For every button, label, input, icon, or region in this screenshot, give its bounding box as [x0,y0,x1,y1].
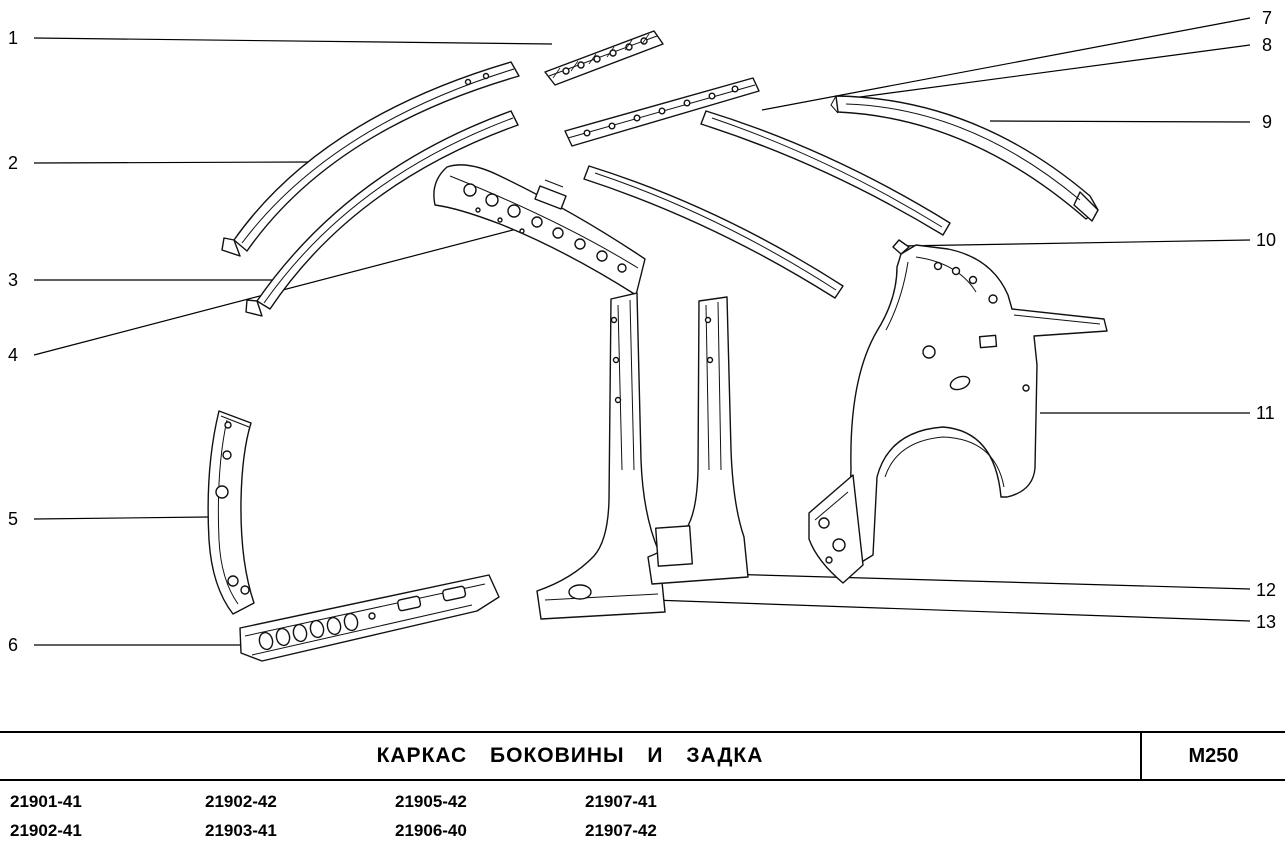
title-bar: КАРКАС БОКОВИНЫ И ЗАДКА M250 [0,731,1285,781]
part-quarter-panel-bracket [808,474,864,584]
callout-5: 5 [8,509,19,529]
part-roof-rail-rear-right [830,95,1099,222]
code-section: M250 [1142,733,1285,779]
callout-4: 4 [8,345,19,365]
leader-lines [33,17,1251,646]
callout-7: 7 [1262,8,1273,28]
callout-2: 2 [8,153,19,173]
sheet-code: M250 [1188,744,1239,767]
part-roof-cross-rail-upper [700,110,951,236]
callout-9: 9 [1262,112,1273,132]
part-windshield-pillar-outer [221,61,520,257]
part-cowl-panel [433,164,646,296]
callout-13: 13 [1256,612,1277,632]
part-sill-panel [239,574,500,662]
part-center-pillar-left [536,292,666,620]
part-number: 21901-41 [10,792,82,811]
callout-12: 12 [1256,580,1277,600]
part-roof-bow [544,30,664,86]
part-center-pillar-right [647,296,749,585]
callout-3: 3 [8,270,19,290]
part-number: 21906-40 [395,821,467,840]
part-number: 21902-41 [10,821,82,840]
part-number: 21907-41 [585,792,657,811]
part-number: 21905-42 [395,792,467,811]
part-windshield-pillar-inner [245,110,519,317]
parts-diagram [33,17,1251,662]
part-number: 21902-42 [205,792,277,811]
part-number: 21907-42 [585,821,657,840]
part-quarter-panel [846,239,1108,572]
part-roof-rail-center [564,77,760,147]
part-number: 21903-41 [205,821,277,840]
title-section: КАРКАС БОКОВИНЫ И ЗАДКА [0,733,1142,779]
callout-11: 11 [1256,403,1275,423]
diagram-title: КАРКАС БОКОВИНЫ И ЗАДКА [376,744,764,767]
callout-1: 1 [8,28,19,48]
callout-8: 8 [1262,35,1273,55]
part-roof-cross-rail-lower [583,165,844,299]
callout-6: 6 [8,635,19,655]
part-front-pillar-lower [207,410,255,615]
callout-10: 10 [1256,230,1277,250]
